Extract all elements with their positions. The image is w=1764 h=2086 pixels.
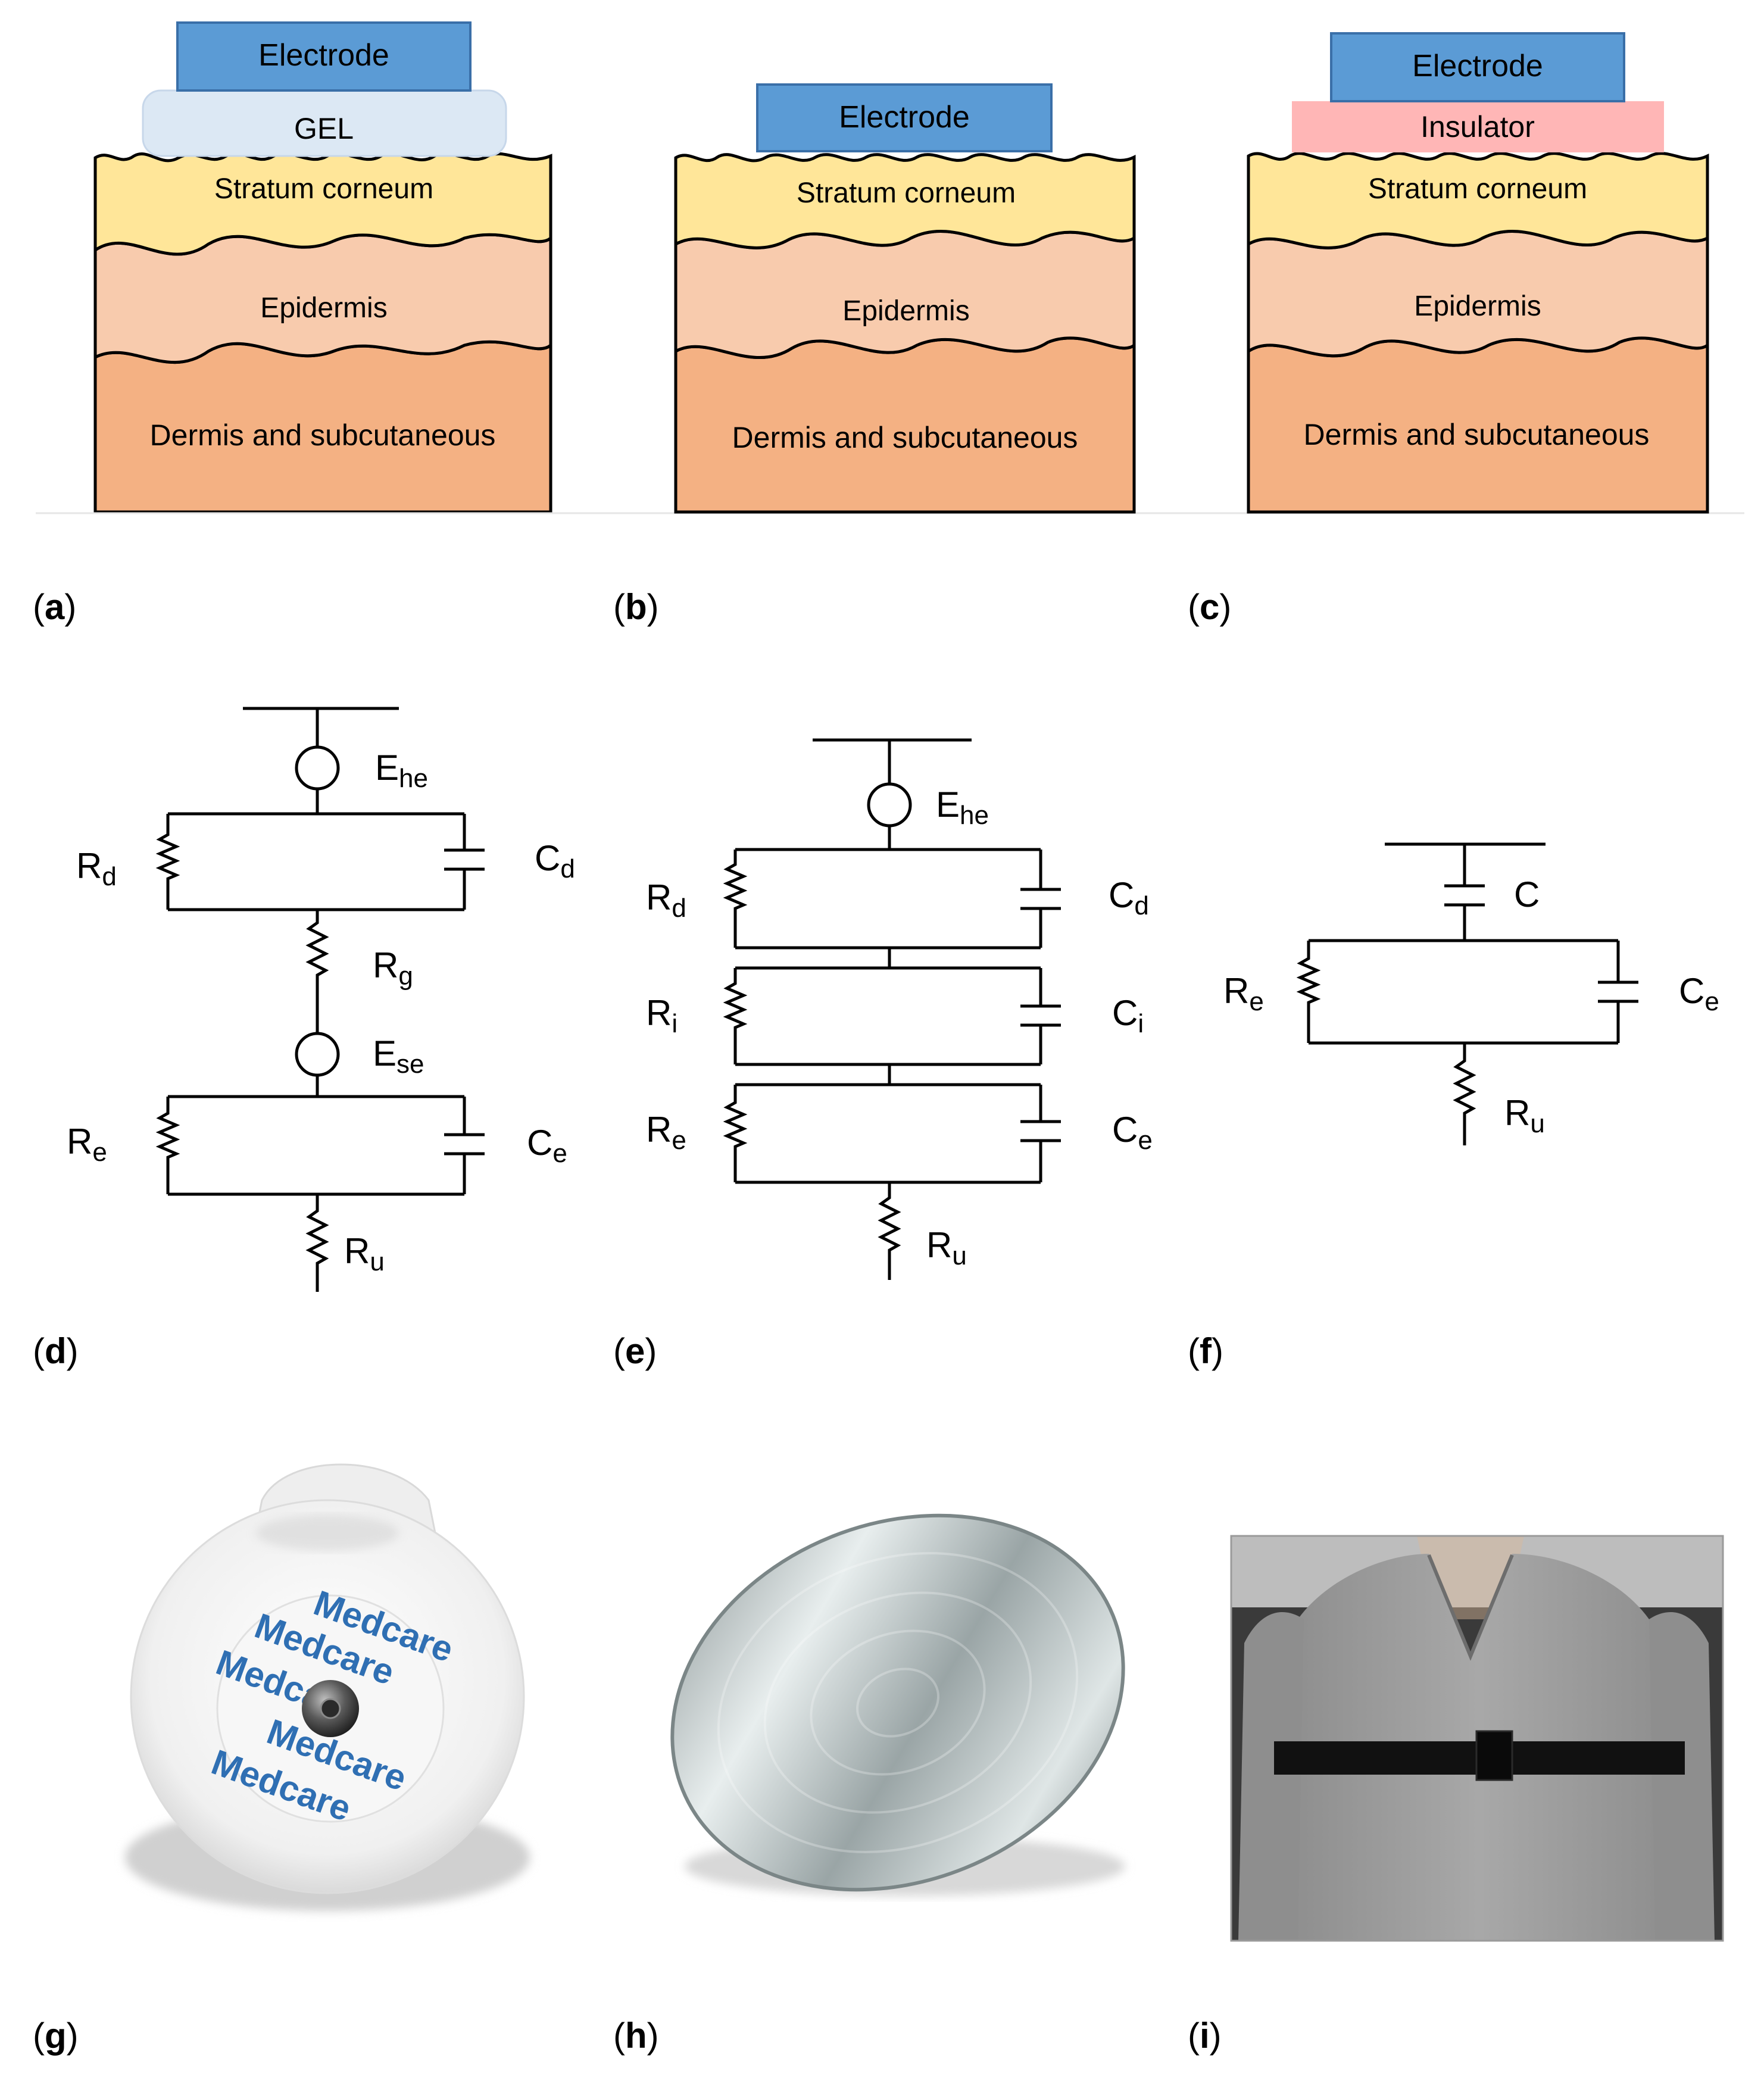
dermis-label: Dermis and subcutaneous — [732, 421, 1078, 454]
label-e-he: Ehe — [375, 748, 428, 793]
epidermis-label: Epidermis — [260, 292, 387, 324]
resistor-r-d-symbol — [155, 814, 180, 910]
metal-disc — [670, 1513, 1125, 1892]
caption-d: (d) — [33, 1331, 79, 1371]
panel-f-circuit — [1296, 842, 1638, 1145]
caption-g: (g) — [33, 2016, 79, 2056]
label-r-d: Rd — [76, 846, 117, 891]
resistor-r-i-symbol — [723, 968, 748, 1064]
dermis-label: Dermis and subcutaneous — [150, 419, 496, 452]
label-r-i: Ri — [646, 993, 677, 1038]
source-e-he-symbol — [295, 745, 340, 791]
panel-a: Electrode GEL Stratum corneum Epidermis … — [93, 21, 552, 514]
label-r-g: Rg — [373, 945, 413, 991]
caption-h: (h) — [613, 2016, 659, 2056]
label-c: C — [1514, 875, 1540, 914]
label-r-u: Ru — [1504, 1093, 1545, 1138]
caption-a: (a) — [33, 587, 76, 627]
panel-c: Electrode Insulator Stratum corneum Epid… — [1247, 32, 1709, 514]
resistor-r-u-symbol — [1453, 1043, 1476, 1145]
source-e-he-symbol — [867, 782, 912, 827]
resistor-r-e-symbol — [155, 1097, 180, 1194]
dermis-label: Dermis and subcutaneous — [1304, 418, 1650, 451]
label-r-u: Ru — [344, 1231, 385, 1276]
panel-d-labels: Ehe Rd Cd Rg Ese Re Ce Ru — [67, 748, 575, 1276]
label-r-e: Re — [67, 1122, 107, 1167]
electrode-block — [1330, 32, 1625, 102]
strap-buckle — [1475, 1730, 1513, 1781]
stratum-label: Stratum corneum — [214, 173, 433, 205]
label-e-se: Ese — [373, 1033, 424, 1079]
label-e-he: Ehe — [936, 785, 989, 830]
label-c-e: Ce — [527, 1123, 567, 1168]
resistor-r-g-symbol — [305, 910, 329, 1033]
label-c-i: Ci — [1112, 993, 1144, 1038]
caption-c: (c) — [1188, 587, 1231, 627]
label-c-d: Cd — [535, 838, 575, 883]
panel-e-labels: Ehe Rd Cd Ri Ci Re Ce Ru — [646, 785, 1153, 1270]
source-e-se-symbol — [295, 1032, 340, 1077]
resistor-r-u-symbol — [878, 1182, 901, 1280]
caption-f: (f) — [1188, 1331, 1223, 1371]
label-c-d: Cd — [1109, 875, 1149, 920]
insulator-label: Insulator — [1420, 110, 1535, 143]
label-c-e: Ce — [1679, 971, 1719, 1016]
insulator-block — [1292, 101, 1664, 152]
label-r-e: Re — [1223, 971, 1264, 1016]
panel-d-circuit — [155, 707, 485, 1292]
stratum-layer — [674, 153, 1136, 249]
label-r-u: Ru — [926, 1225, 967, 1270]
caption-b: (b) — [613, 587, 659, 627]
panel-i-photo — [1230, 1535, 1724, 1942]
panel-b: Electrode Stratum corneum Epidermis Derm… — [674, 83, 1136, 514]
electrode-label: Electrode — [1412, 49, 1543, 83]
resistor-r-u-symbol — [305, 1194, 329, 1292]
resistor-r-e-symbol — [723, 1085, 748, 1182]
caption-i: (i) — [1188, 2016, 1222, 2056]
electrode-block — [756, 83, 1053, 152]
panel-g-photo: Medcare Medcare Medcare Medcare Medcare — [125, 1463, 530, 1911]
captions: (a) (b) (c) (d) (e) (f) (g) (h) (i) — [33, 587, 1231, 2056]
stratum-label: Stratum corneum — [797, 177, 1016, 209]
panel-f-labels: C Re Ce Ru — [1223, 875, 1719, 1138]
epidermis-label: Epidermis — [1414, 291, 1541, 322]
caption-e: (e) — [613, 1331, 657, 1371]
epidermis-label: Epidermis — [842, 295, 969, 327]
electrode-label: Electrode — [839, 100, 970, 135]
resistor-r-d-symbol — [723, 850, 748, 948]
electrode-label: Electrode — [258, 38, 389, 73]
panel-e-circuit — [723, 738, 1061, 1280]
label-r-e: Re — [646, 1110, 686, 1155]
stratum-layer — [1247, 152, 1709, 249]
electrode-block — [176, 21, 472, 92]
gel-label: GEL — [294, 112, 354, 145]
panel-h-photo — [670, 1513, 1125, 1896]
label-c-e: Ce — [1112, 1110, 1153, 1155]
epidermis-layer — [674, 230, 1136, 360]
stratum-label: Stratum corneum — [1368, 173, 1587, 205]
label-r-d: Rd — [646, 878, 686, 923]
resistor-r-e-symbol — [1296, 941, 1321, 1043]
